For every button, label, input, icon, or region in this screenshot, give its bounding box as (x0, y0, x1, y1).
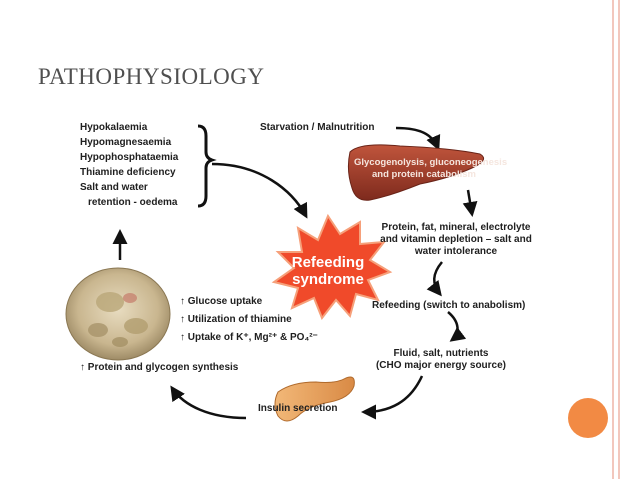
refeeding-diagram: Hypokalaemia Hypomagnesaemia Hypophospha… (60, 112, 560, 432)
complication-item: Hypophosphataemia (80, 152, 179, 163)
complication-item: Salt and water (80, 182, 148, 193)
fluid-label-line: (CHO major energy source) (375, 360, 507, 371)
synthesis-label: ↑ Protein and glycogen synthesis (80, 362, 239, 373)
cell-image (65, 267, 171, 361)
accent-dot (568, 398, 608, 438)
arrow-starvation-to-liver (395, 126, 441, 151)
effect-thiamine: ↑ Utilization of thiamine (180, 314, 292, 325)
arrow-refeeding-to-fluid (447, 311, 467, 342)
depletion-label-line: and vitamin depletion – salt and (380, 234, 532, 245)
brace (197, 124, 217, 208)
depletion-label-line: water intolerance (414, 246, 498, 257)
fluid-label-line: Fluid, salt, nutrients (393, 348, 489, 359)
starvation-label: Starvation / Malnutrition (260, 122, 375, 133)
complication-item: Hypokalaemia (80, 122, 148, 133)
arrow-liver-to-depletion (462, 189, 478, 217)
slide-title: PATHOPHYSIOLOGY (38, 64, 265, 89)
syndrome-label-line: syndrome (292, 271, 364, 288)
diagram-graphics (65, 124, 485, 422)
liver-label-line: Glycogenolysis, gluconeogenesis (354, 157, 508, 168)
effect-uptake: ↑ Uptake of K⁺, Mg²⁺ & PO₄²⁻ (180, 332, 318, 343)
liver-label: Glycogenolysis, gluconeogenesis and prot… (354, 157, 508, 181)
arrow-brace-to-syndrome (211, 162, 308, 219)
effect-glucose: ↑ Glucose uptake (180, 296, 263, 307)
arrow-fluid-to-insulin (361, 375, 424, 420)
right-border-line (612, 0, 614, 479)
arrow-insulin-to-synthesis (170, 385, 247, 420)
depletion-label-line: Protein, fat, mineral, electrolyte (381, 222, 531, 233)
refeeding-label: Refeeding (switch to anabolism) (372, 300, 526, 311)
insulin-label: Insulin secretion (258, 403, 338, 414)
fluid-label: Fluid, salt, nutrients (CHO major energy… (366, 348, 516, 372)
arrow-depletion-to-refeeding (426, 261, 443, 297)
syndrome-starburst (271, 213, 393, 320)
complication-item: retention - oedema (88, 197, 178, 208)
syndrome-label: Refeeding syndrome (273, 254, 383, 288)
liver-image (347, 144, 485, 201)
syndrome-label-line: Refeeding (291, 254, 365, 271)
depletion-label: Protein, fat, mineral, electrolyte and v… (366, 222, 546, 258)
complication-item: Thiamine deficiency (80, 167, 176, 178)
liver-label-line: and protein catabolism (372, 169, 476, 180)
pancreas-image (274, 376, 355, 422)
complication-item: Hypomagnesaemia (80, 137, 172, 148)
right-border-line-2 (618, 0, 620, 479)
